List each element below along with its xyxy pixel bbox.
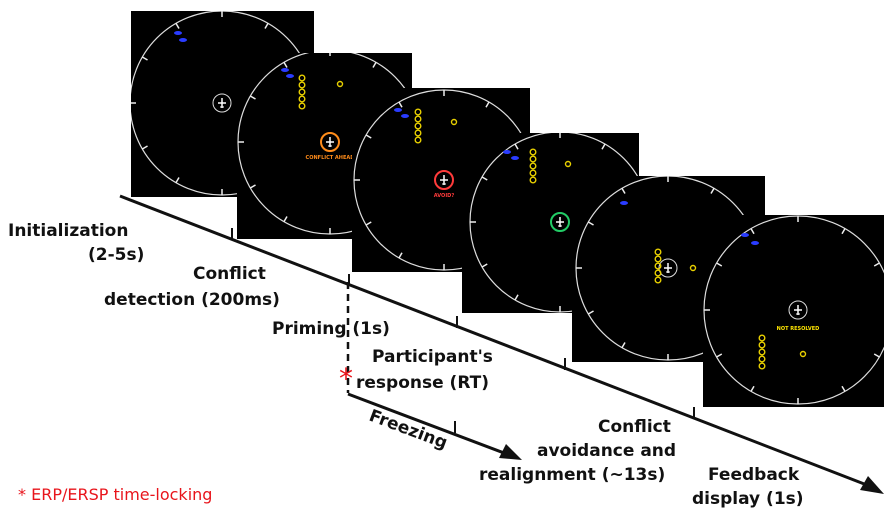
own-aircraft-ring (320, 132, 340, 152)
intruder-aircraft-icon (564, 160, 572, 168)
radar-screen-background (703, 215, 884, 407)
radar-tick (264, 22, 269, 29)
label-conflict-detection-line2: detection (200ms) (104, 290, 280, 310)
radar-tick (621, 187, 626, 194)
radar-tick (514, 143, 519, 150)
intruder-aircraft-icon (799, 350, 807, 358)
label-avoidance-line3: realignment (~13s) (479, 465, 665, 485)
label-response-line1: Participant's (372, 347, 493, 367)
traffic-aircraft-icon (620, 201, 628, 205)
radar-tick (716, 262, 723, 267)
own-aircraft-ring (550, 212, 570, 232)
own-aircraft-icon (794, 305, 802, 315)
traffic-aircraft-icon (394, 108, 402, 112)
radar-tick (141, 145, 148, 150)
traffic-aircraft-icon (751, 241, 759, 245)
radar-tick (710, 187, 715, 194)
traffic-aircraft-icon (511, 156, 519, 160)
main-timeline-arrowhead (860, 476, 884, 494)
intruder-aircraft-icon (450, 118, 458, 126)
label-conflict-detection-line1: Conflict (193, 264, 266, 284)
main-timeline-arrow (119, 194, 873, 489)
radar-panels: CONFLICT AHEAD AVOID? NOT RESOLVED (131, 11, 884, 407)
radar-tick (365, 221, 372, 226)
traffic-aircraft-icon (174, 31, 182, 35)
radar-tick (621, 342, 626, 349)
own-aircraft-ring (788, 300, 808, 320)
radar-tick (175, 177, 180, 184)
radar-tick (601, 143, 606, 150)
own-aircraft-ring (434, 170, 454, 190)
own-aircraft-icon (218, 98, 226, 108)
radar-tick (716, 353, 723, 358)
radar-tick (283, 61, 288, 68)
traffic-aircraft-icon (179, 38, 187, 42)
radar-status-text: AVOID? (434, 193, 455, 199)
radar-tick (841, 228, 846, 235)
radar-tick (514, 294, 519, 301)
own-aircraft-icon (440, 175, 448, 185)
time-locking-marker: * (339, 362, 353, 395)
radar-tick (750, 228, 755, 235)
label-avoidance-line1: Conflict (598, 417, 671, 437)
conflict-trail (529, 148, 537, 184)
freezing-arrowhead (499, 444, 522, 460)
own-aircraft-icon (664, 263, 672, 273)
radar-tick (365, 134, 372, 139)
radar-tick (283, 216, 288, 223)
radar-status-text: NOT RESOLVED (777, 326, 820, 332)
conflict-trail (654, 248, 662, 284)
radar-tick (750, 385, 755, 392)
label-feedback-line1: Feedback (708, 465, 800, 485)
radar-tick (141, 56, 148, 61)
radar-tick (398, 101, 403, 108)
intruder-aircraft-icon (336, 80, 344, 88)
label-freezing: Freezing (366, 406, 450, 453)
radar-tick (481, 263, 488, 268)
conflict-trail (758, 334, 766, 370)
radar-panel-feedback: NOT RESOLVED (703, 215, 884, 407)
traffic-aircraft-icon (741, 233, 749, 237)
radar-tick (249, 95, 256, 100)
traffic-aircraft-icon (401, 114, 409, 118)
label-feedback-line2: display (1s) (692, 489, 804, 509)
traffic-aircraft-icon (503, 150, 511, 154)
conflict-trail (414, 108, 422, 144)
radar-tick (587, 310, 594, 315)
radar-tick (485, 101, 490, 108)
label-priming: Priming (1s) (272, 319, 390, 339)
own-aircraft-icon (556, 217, 564, 227)
radar-tick (175, 22, 180, 29)
label-initialization-line2: (2-5s) (88, 245, 144, 265)
freezing-arrow (347, 392, 513, 458)
radar-tick (249, 184, 256, 189)
radar-tick (372, 61, 377, 68)
own-aircraft-icon (326, 137, 334, 147)
radar-tick (873, 262, 880, 267)
timeline-ticks (231, 228, 695, 419)
intruder-aircraft-icon (689, 264, 697, 272)
conflict-trail (298, 74, 306, 110)
footnote-time-locking: * ERP/ERSP time-locking (18, 485, 212, 504)
radar-tick (481, 176, 488, 181)
radar-tick (398, 252, 403, 259)
radar-tick (873, 353, 880, 358)
traffic-aircraft-icon (281, 68, 289, 72)
label-avoidance-line2: avoidance and (537, 441, 676, 461)
radar-status-text: CONFLICT AHEAD (306, 155, 355, 161)
radar-tick (841, 385, 846, 392)
label-response-line2: response (RT) (356, 373, 489, 393)
radar-tick (587, 221, 594, 226)
label-initialization-line1: Initialization (8, 221, 128, 241)
traffic-aircraft-icon (286, 74, 294, 78)
own-aircraft-ring (212, 93, 232, 113)
